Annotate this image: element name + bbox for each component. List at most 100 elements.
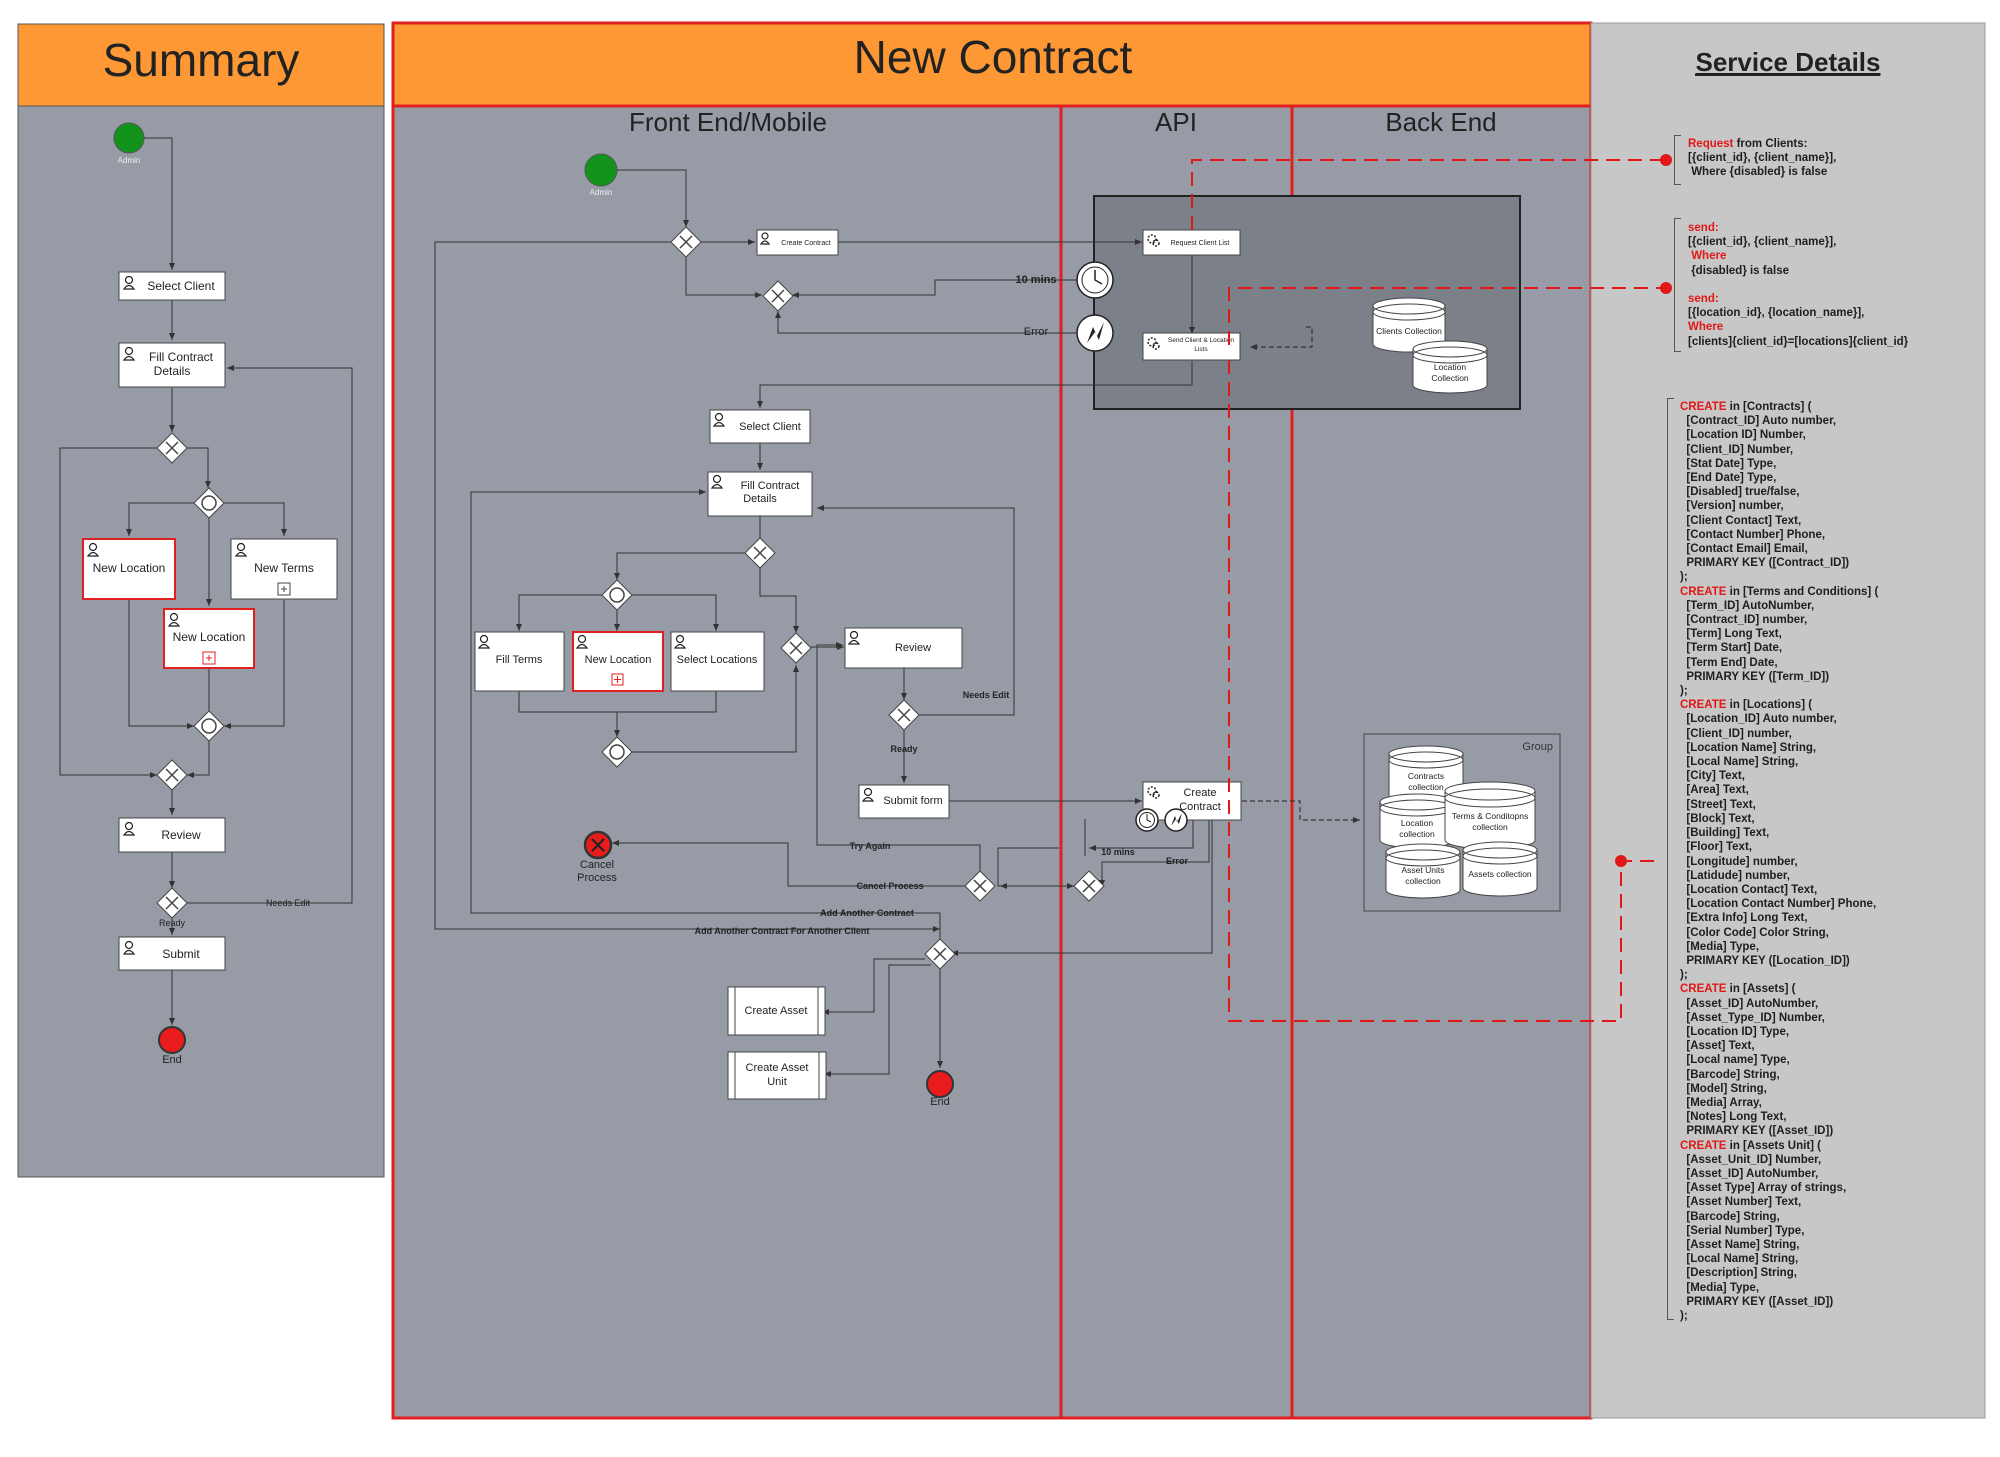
front-connectors — [434, 169, 1213, 1077]
svg-text:New Location: New Location — [585, 654, 652, 666]
create-note-line: [Asset Name] String, — [1680, 1238, 1800, 1251]
error-bolt-icon — [1164, 808, 1188, 832]
service-note-create: CREATE in [Contracts] ( [Contract_ID] Au… — [1680, 400, 1878, 1323]
clients-collection-db: Clients Collection — [1372, 297, 1446, 353]
summary-task-select-client[interactable]: Select Client — [118, 271, 226, 301]
create-note-line: [Contact Number] Phone, — [1680, 528, 1826, 541]
create-note-line: [Area] Text, — [1680, 784, 1749, 797]
svg-text:Asset Units: Asset Units — [1402, 865, 1445, 875]
cancel-label-line1: Cancel — [580, 859, 614, 871]
create-note-line: [Extra Info] Long Text, — [1680, 912, 1808, 925]
gear-icon — [1147, 234, 1160, 799]
front-end-label: End — [930, 1096, 950, 1108]
create-note-line: [Client_ID] Number, — [1680, 443, 1794, 456]
svg-text:collection: collection — [1472, 822, 1508, 832]
front-task-new-location[interactable]: New Location — [572, 631, 664, 692]
note-bracket — [1674, 218, 1681, 352]
front-task-create-contract[interactable]: Create Contract — [756, 229, 839, 256]
svg-text:Terms & Conditopns: Terms & Conditopns — [1452, 811, 1529, 821]
clock-icon — [1076, 261, 1114, 299]
api-error-label: Error — [1024, 326, 1049, 338]
summary-task-submit[interactable]: Submit — [118, 936, 226, 971]
terms-collection-db: Terms & Conditopns collection — [1444, 781, 1536, 850]
create-note-line: [Description] String, — [1680, 1267, 1797, 1280]
create-note-line: PRIMARY KEY ([Asset_ID]) — [1680, 1125, 1834, 1138]
svg-text:Select Client: Select Client — [147, 279, 215, 293]
asset-units-collection-db: Asset Units collection — [1385, 843, 1461, 899]
summary-task-new-terms[interactable]: New Terms — [230, 538, 338, 600]
create-note-line: [Term] Long Text, — [1680, 628, 1782, 641]
create-note-line: [Local Name] String, — [1680, 1253, 1799, 1266]
create-note-line: [Serial Number] Type, — [1680, 1224, 1805, 1237]
front-ready-label: Ready — [890, 744, 917, 754]
summary-ready-label: Ready — [159, 918, 186, 928]
summary-start-event — [113, 122, 145, 154]
front-task-fill-contract[interactable]: Fill Contract Details — [707, 471, 813, 517]
front-task-select-locations[interactable]: Select Locations — [670, 631, 765, 692]
create-note-line: [Notes] Long Text, — [1680, 1111, 1787, 1124]
api-timer-label-b: 10 mins — [1101, 847, 1135, 857]
front-try-again-label: Try Again — [850, 841, 891, 851]
svg-text:Fill Contract: Fill Contract — [741, 480, 800, 492]
svg-text:Contract: Contract — [1179, 801, 1221, 813]
create-note-line: CREATE in [Contracts] ( — [1680, 401, 1812, 413]
create-note-line: [Client_ID] number, — [1680, 727, 1792, 740]
create-note-line: [Asset_Type_ID] Number, — [1680, 1011, 1825, 1024]
summary-task-new-location-a[interactable]: New Location — [82, 538, 176, 600]
cancel-label-line2: Process — [577, 872, 617, 884]
api-task-create-contract[interactable]: Create Contract — [1142, 781, 1242, 821]
create-note-line: [Latidude] number, — [1680, 869, 1790, 882]
front-end-event — [926, 1070, 954, 1098]
create-note-line: [Barcode] String, — [1680, 1068, 1780, 1081]
backend-create-link — [1242, 800, 1360, 823]
front-start-event — [584, 153, 618, 187]
summary-task-fill-contract[interactable]: Fill Contract Details — [118, 342, 226, 388]
front-task-select-client[interactable]: Select Client — [709, 409, 811, 444]
svg-text:Review: Review — [895, 642, 931, 654]
summary-task-new-location-b[interactable]: New Location — [163, 608, 255, 669]
summary-task-review[interactable]: Review — [118, 817, 226, 853]
cancel-process-end-event — [583, 830, 613, 860]
front-gateway-marks — [609, 235, 1096, 961]
front-user-icons — [477, 232, 875, 802]
front-task-create-asset[interactable]: Create Asset — [727, 986, 826, 1036]
svg-text:collection: collection — [1399, 829, 1435, 839]
backend-group-label: Group — [1522, 741, 1553, 753]
clock-icon — [1135, 808, 1159, 832]
summary-gateway-marks — [165, 441, 217, 910]
svg-text:Contracts: Contracts — [1408, 771, 1444, 781]
api-task-send-lists[interactable]: Send Client & Location Lists — [1142, 332, 1241, 361]
create-note-line: [Contract_ID] Auto number, — [1680, 415, 1837, 428]
create-note-line: [Media] Type, — [1680, 940, 1760, 953]
summary-user-icons — [86, 275, 248, 955]
front-task-create-asset-unit[interactable]: Create Asset Unit — [727, 1051, 827, 1100]
create-note-line: ); — [1680, 685, 1688, 698]
backend-data-link — [1250, 326, 1313, 350]
front-start-label: Admin — [590, 188, 613, 197]
svg-text:Select Client: Select Client — [739, 421, 801, 433]
create-note-line: [Location Contact Number] Phone, — [1680, 898, 1877, 911]
api-error-label-b: Error — [1166, 856, 1189, 866]
front-task-review[interactable]: Review — [844, 627, 963, 669]
create-note-line: [Client Contact] Text, — [1680, 514, 1802, 527]
create-note-line: [Location Contact] Text, — [1680, 883, 1818, 896]
create-note-line: CREATE in [Terms and Conditions] ( — [1680, 585, 1879, 598]
summary-needs-edit-label: Needs Edit — [266, 898, 311, 908]
svg-text:Review: Review — [161, 828, 201, 842]
svg-text:Fill Contract: Fill Contract — [149, 350, 214, 364]
api-task-request-client-list[interactable]: Request Client List — [1142, 229, 1241, 256]
create-note-line: [Location Name] String, — [1680, 741, 1817, 754]
create-note-line: [Term_ID] AutoNumber, — [1680, 599, 1815, 612]
svg-text:New Location: New Location — [93, 561, 166, 575]
service-links — [1191, 159, 1665, 1022]
create-note-line: [Location ID] Type, — [1680, 1025, 1790, 1038]
create-note-line: [Location ID] Number, — [1680, 429, 1806, 442]
create-note-line: [Floor] Text, — [1680, 841, 1752, 854]
create-note-line: [Longitude] number, — [1680, 855, 1798, 868]
create-note-line: [Asset] Text, — [1680, 1040, 1755, 1053]
create-note-line: [Color Code] Color String, — [1680, 926, 1829, 939]
create-note-line: [Version] number, — [1680, 500, 1784, 513]
create-note-line: [Model] String, — [1680, 1082, 1767, 1095]
summary-end-label: End — [162, 1054, 182, 1066]
front-task-fill-terms[interactable]: Fill Terms — [474, 631, 565, 692]
